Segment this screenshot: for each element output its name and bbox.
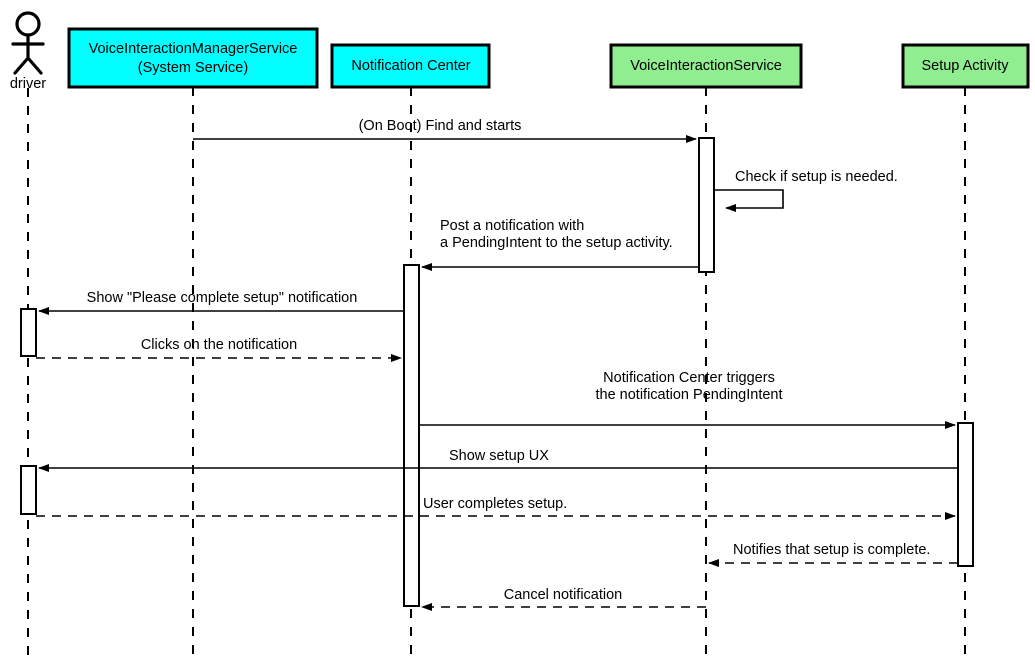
actor-leg-right-icon xyxy=(26,56,43,75)
message-msg-1: (On Boot) Find and starts xyxy=(193,118,697,143)
participant-label-setup: Setup Activity xyxy=(921,58,1009,74)
participant-label-vims: (System Service) xyxy=(138,60,248,76)
actor-leg-left-icon xyxy=(13,56,30,75)
message-label: a PendingIntent to the setup activity. xyxy=(440,235,673,251)
actor-head-icon xyxy=(15,11,41,37)
activation-bar-driver xyxy=(20,465,37,515)
activation-bar-setup xyxy=(957,422,974,567)
participants-layer: driver VoiceInteractionManagerService (Sys… xyxy=(10,11,1030,92)
participant-setup[interactable]: Setup Activity xyxy=(901,43,1030,89)
activations-layer xyxy=(20,137,974,607)
participant-box-vims[interactable] xyxy=(67,27,319,89)
activation-bar-driver xyxy=(20,308,37,357)
message-label: Show setup UX xyxy=(449,448,549,464)
participant-label-vims: VoiceInteractionManagerService xyxy=(89,41,298,57)
activation-bar-vis xyxy=(698,137,715,273)
message-label: Show "Please complete setup" notificatio… xyxy=(87,290,358,306)
message-msg-2: Check if setup is needed. xyxy=(714,169,898,212)
message-label: Notification Center triggers xyxy=(603,370,775,386)
participant-label-vis: VoiceInteractionService xyxy=(630,58,782,74)
participant-label-driver: driver xyxy=(10,76,46,92)
participant-box-notif[interactable] xyxy=(330,43,491,89)
message-label: Clicks on the notification xyxy=(141,337,297,353)
participant-vis[interactable]: VoiceInteractionService xyxy=(609,43,803,89)
message-label: User completes setup. xyxy=(423,496,567,512)
message-label: Check if setup is needed. xyxy=(735,169,898,185)
participant-notif[interactable]: Notification Center xyxy=(330,43,491,89)
message-arrow-self xyxy=(714,189,784,212)
activation-bar-notif xyxy=(403,264,420,607)
message-msg-9: Notifies that setup is complete. xyxy=(708,542,958,567)
participant-vims[interactable]: VoiceInteractionManagerService (System Se… xyxy=(67,27,319,89)
message-msg-5: Clicks on the notification xyxy=(36,337,402,362)
participant-box-vis[interactable] xyxy=(609,43,803,89)
message-msg-8: User completes setup. xyxy=(36,496,956,520)
message-label: Notifies that setup is complete. xyxy=(733,542,930,558)
message-msg-4: Show "Please complete setup" notificatio… xyxy=(38,290,404,315)
message-msg-7: Show setup UX xyxy=(38,448,958,472)
participant-driver[interactable]: driver xyxy=(10,11,46,92)
message-label: (On Boot) Find and starts xyxy=(359,118,522,134)
message-label: the notification PendingIntent xyxy=(595,387,782,403)
message-label: Cancel notification xyxy=(504,587,623,603)
participant-label-notif: Notification Center xyxy=(351,58,470,74)
participant-box-setup[interactable] xyxy=(901,43,1030,89)
message-msg-10: Cancel notification xyxy=(421,587,706,611)
message-label: Post a notification with xyxy=(440,218,584,234)
